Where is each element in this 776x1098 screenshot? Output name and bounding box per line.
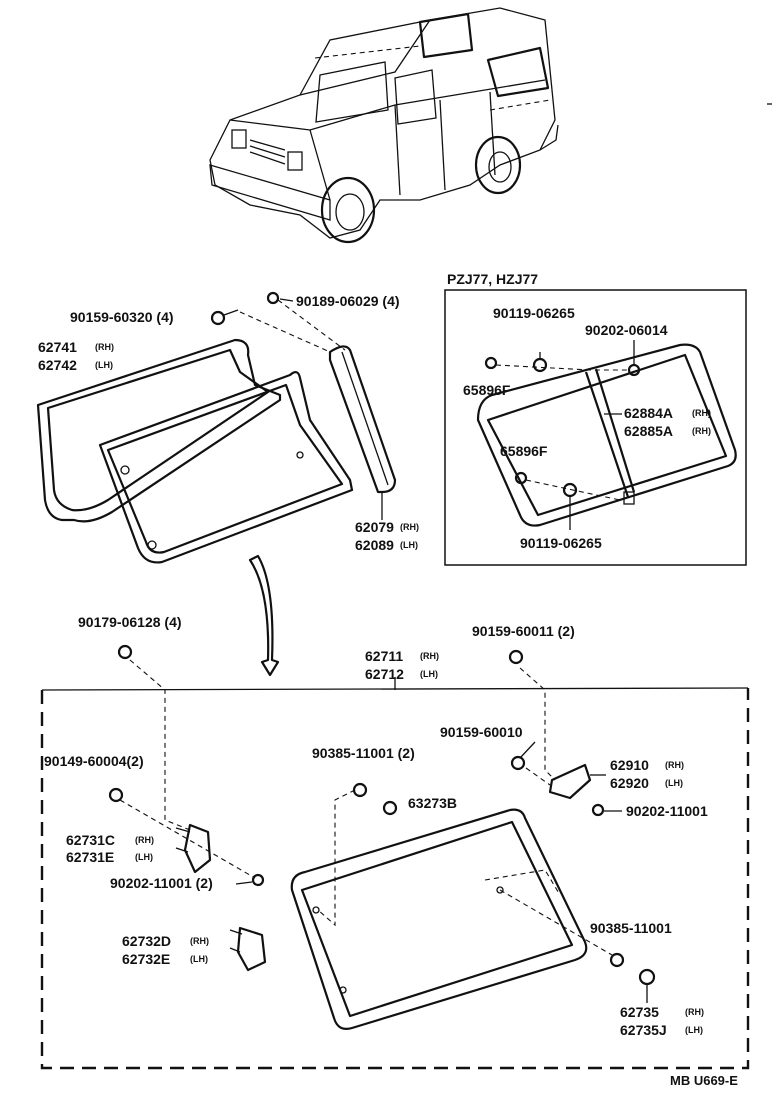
label-62735: 62735 bbox=[620, 1004, 659, 1020]
vehicle-illustration bbox=[209, 7, 772, 244]
label-62712: 62712 bbox=[365, 666, 404, 682]
label-90385-11001-b: 90385-11001 bbox=[590, 920, 672, 936]
label-90149-60004: 90149-60004(2) bbox=[44, 753, 144, 769]
label-62910-rh: (RH) bbox=[665, 760, 684, 770]
label-62711-rh: (RH) bbox=[420, 651, 439, 661]
label-62089-lh: (LH) bbox=[400, 540, 418, 550]
label-62741-rh: (RH) bbox=[95, 342, 114, 352]
label-62731C: 62731C bbox=[66, 832, 115, 848]
label-62735J: 62735J bbox=[620, 1022, 667, 1038]
label-62884A-rh: (RH) bbox=[692, 408, 711, 418]
label-62731C-rh: (RH) bbox=[135, 835, 154, 845]
label-90159-60010: 90159-60010 bbox=[440, 724, 523, 740]
label-62741: 62741 bbox=[38, 339, 77, 355]
inset-panel bbox=[444, 289, 747, 566]
label-62885A: 62885A bbox=[624, 423, 673, 439]
label-62920: 62920 bbox=[610, 775, 649, 791]
label-90119-06265-bot: 90119-06265 bbox=[520, 535, 602, 551]
label-62735J-lh: (LH) bbox=[685, 1025, 703, 1035]
label-62731E-lh: (LH) bbox=[135, 852, 153, 862]
label-90159-60011: 90159-60011 (2) bbox=[472, 623, 575, 639]
figure-code: MB U669-E bbox=[670, 1073, 738, 1088]
label-62079: 62079 bbox=[355, 519, 394, 535]
label-62920-lh: (LH) bbox=[665, 778, 683, 788]
label-62885A-rh: (RH) bbox=[692, 426, 711, 436]
label-62742: 62742 bbox=[38, 357, 77, 373]
label-62711: 62711 bbox=[365, 648, 403, 664]
label-90202-11001-l: 90202-11001 (2) bbox=[110, 875, 213, 891]
label-65896F-bot: 65896F bbox=[500, 443, 548, 459]
inset-title: PZJ77, HZJ77 bbox=[447, 271, 538, 287]
label-62731E: 62731E bbox=[66, 849, 114, 865]
label-62910: 62910 bbox=[610, 757, 649, 773]
label-62735-rh: (RH) bbox=[685, 1007, 704, 1017]
label-62732D-rh: (RH) bbox=[190, 936, 209, 946]
label-90385-11001-a: 90385-11001 (2) bbox=[312, 745, 415, 761]
label-90202-11001-r: 90202-11001 bbox=[626, 803, 708, 819]
part-labels: 90159-60320 (4) 90189-06029 (4) 62741 (R… bbox=[38, 271, 738, 1088]
label-90159-60320: 90159-60320 (4) bbox=[70, 309, 174, 325]
label-62732E: 62732E bbox=[122, 951, 170, 967]
label-62884A: 62884A bbox=[624, 405, 673, 421]
label-90179-06128: 90179-06128 (4) bbox=[78, 614, 182, 630]
label-90119-06265-top: 90119-06265 bbox=[493, 305, 575, 321]
label-62732E-lh: (LH) bbox=[190, 954, 208, 964]
label-62742-lh: (LH) bbox=[95, 360, 113, 370]
label-62079-rh: (RH) bbox=[400, 522, 419, 532]
lower-assembly bbox=[40, 644, 750, 1070]
label-90202-06014: 90202-06014 bbox=[585, 322, 668, 338]
label-62089: 62089 bbox=[355, 537, 394, 553]
label-62732D: 62732D bbox=[122, 933, 171, 949]
label-65896F-top: 65896F bbox=[463, 382, 511, 398]
label-62712-lh: (LH) bbox=[420, 669, 438, 679]
label-90189-06029: 90189-06029 (4) bbox=[296, 293, 400, 309]
label-63273B: 63273B bbox=[408, 795, 457, 811]
